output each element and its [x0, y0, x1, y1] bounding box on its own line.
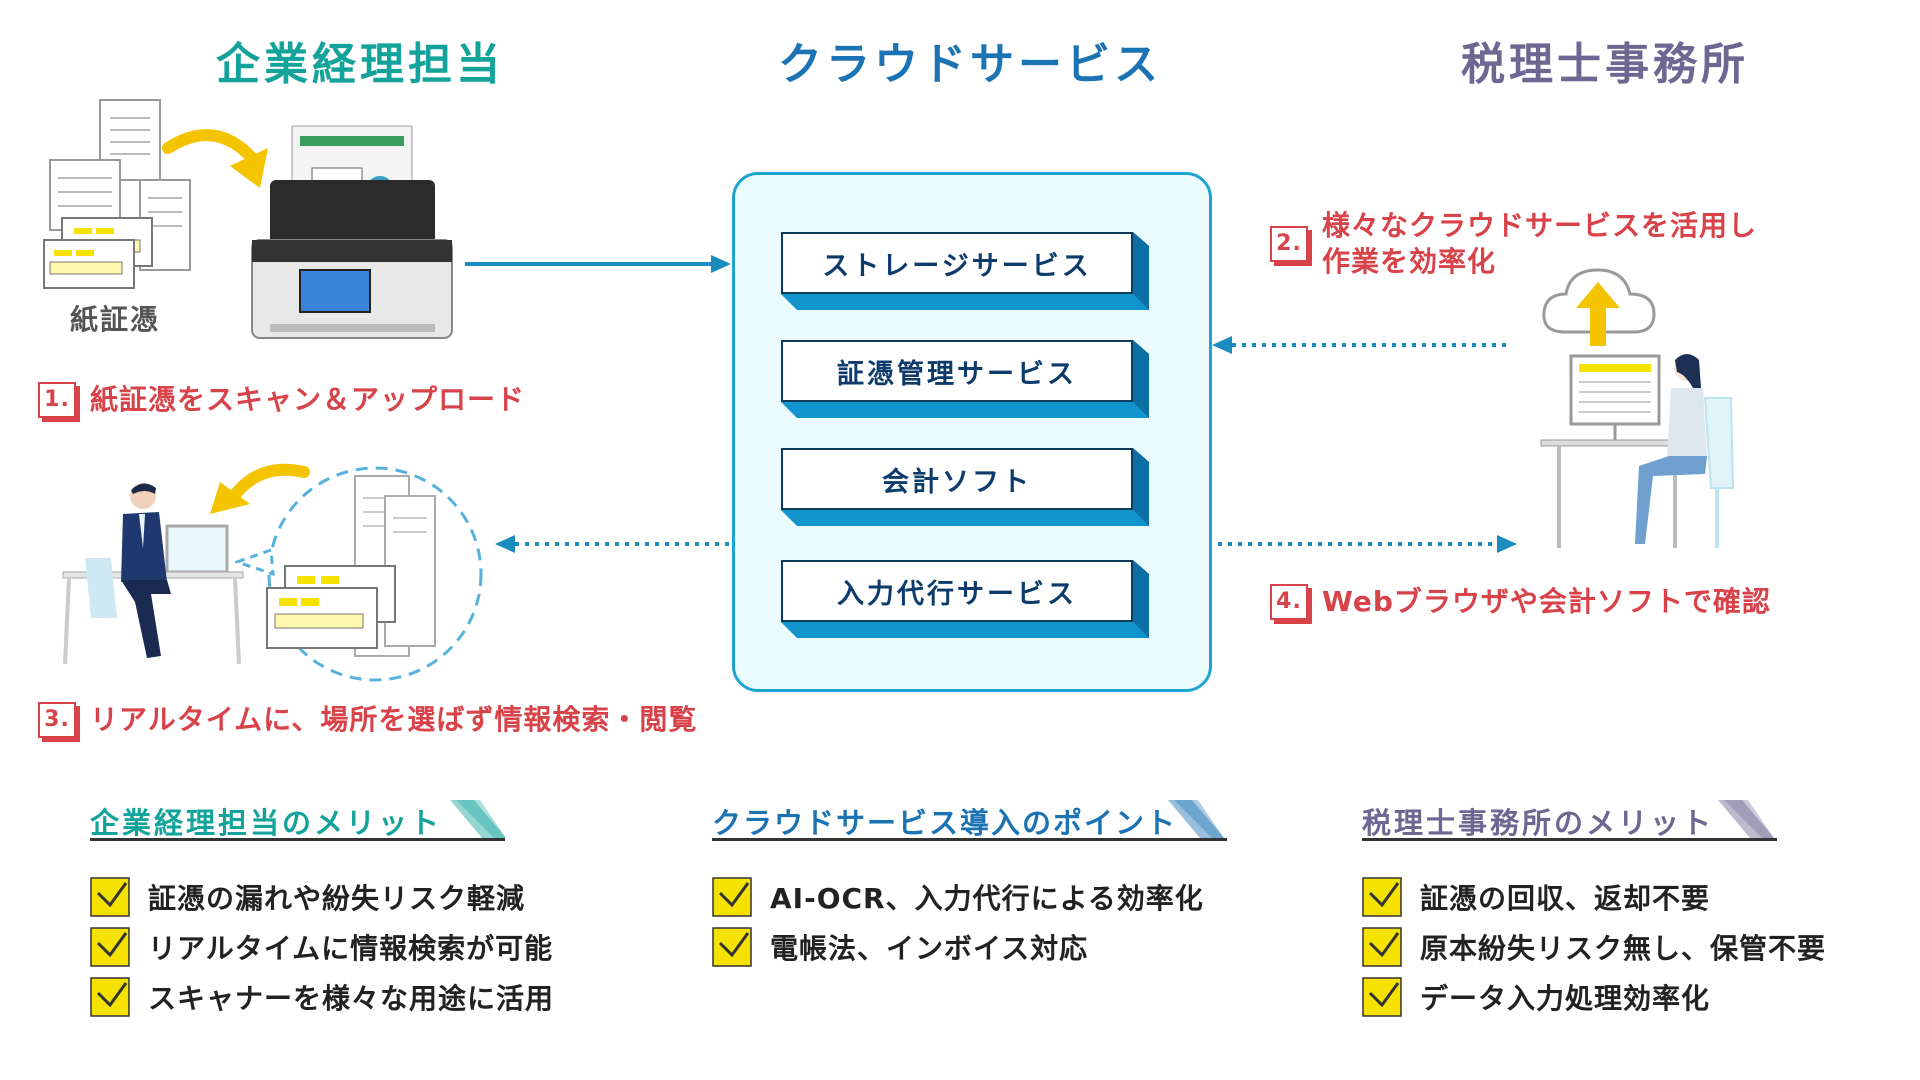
tax-accountant-illustration: [1540, 354, 1735, 548]
list-item-text: 電帳法、インボイス対応: [770, 932, 1089, 965]
document-view-bubble: [235, 466, 483, 682]
service-receipt-management[interactable]: 証憑管理サービス: [781, 340, 1149, 418]
right-merits-title-accent: [1718, 800, 1774, 838]
check-icon: [712, 927, 752, 967]
left-merits-title-accent: [450, 800, 506, 838]
right-column-title: 税理士事務所: [1461, 39, 1749, 90]
list-item-text: 証憑の回収、返却不要: [1420, 882, 1711, 915]
list-item-text: スキャナーを様々な用途に活用: [148, 982, 555, 1015]
right-merits-title: 税理士事務所のメリット: [1362, 806, 1715, 840]
step-2-text-line1: 様々なクラウドサービスを活用し: [1322, 209, 1758, 242]
check-icon: [90, 977, 130, 1017]
service-storage[interactable]: ストレージサービス: [781, 232, 1149, 310]
step-4-text: Webブラウザや会計ソフトで確認: [1322, 585, 1771, 618]
step-4: 4. Webブラウザや会計ソフトで確認: [1270, 584, 1771, 620]
service-accounting-software-label: 会計ソフト: [781, 448, 1133, 510]
step-2-number: 2.: [1270, 226, 1308, 262]
list-item: 電帳法、インボイス対応: [712, 922, 1204, 972]
dotted-arrow-to-accountant: [1218, 535, 1517, 553]
check-icon: [90, 927, 130, 967]
center-merits-title: クラウドサービス導入のポイント: [712, 806, 1178, 840]
step-1-text: 紙証憑をスキャン＆アップロード: [90, 383, 526, 416]
step-4-number: 4.: [1270, 584, 1308, 620]
left-merits-list: 証憑の漏れや紛失リスク軽減 リアルタイムに情報検索が可能 スキャナーを様々な用途…: [90, 872, 554, 1022]
check-icon: [1362, 977, 1402, 1017]
curved-arrow-icon: [162, 129, 268, 188]
service-accounting-software[interactable]: 会計ソフト: [781, 448, 1149, 526]
step-1-number: 1.: [38, 382, 76, 418]
step-2: 2. 様々なクラウドサービスを活用し 作業を効率化: [1270, 208, 1757, 280]
list-item: 証憑の漏れや紛失リスク軽減: [90, 872, 554, 922]
center-merits-underline: [712, 838, 1227, 841]
step-3-text: リアルタイムに、場所を選ばず情報検索・閲覧: [90, 703, 698, 736]
accountant-man-illustration: [62, 483, 244, 665]
list-item: スキャナーを様々な用途に活用: [90, 972, 554, 1022]
paper-label: 紙証憑: [70, 303, 161, 336]
list-item-text: リアルタイムに情報検索が可能: [148, 932, 554, 965]
list-item: AI-OCR、入力代行による効率化: [712, 872, 1204, 922]
center-column-title: クラウドサービス: [778, 39, 1162, 90]
service-storage-label: ストレージサービス: [781, 232, 1133, 294]
left-column-title: 企業経理担当: [216, 39, 504, 90]
step-2-text-line2: 作業を効率化: [1322, 245, 1497, 278]
left-merits-title: 企業経理担当のメリット: [90, 806, 443, 840]
list-item-text: AI-OCR、入力代行による効率化: [770, 882, 1204, 915]
center-merits-list: AI-OCR、入力代行による効率化 電帳法、インボイス対応: [712, 872, 1204, 972]
right-merits-list: 証憑の回収、返却不要 原本紛失リスク無し、保管不要 データ入力処理効率化: [1362, 872, 1826, 1022]
upload-arrow: [465, 255, 731, 273]
curved-arrow-back-icon: [210, 463, 310, 514]
left-merits-underline: [90, 838, 505, 841]
list-item-text: 証憑の漏れや紛失リスク軽減: [148, 882, 526, 915]
right-merits-underline: [1362, 838, 1777, 841]
list-item-text: 原本紛失リスク無し、保管不要: [1420, 932, 1827, 965]
paper-documents-illustration: [43, 99, 191, 289]
service-input-agency[interactable]: 入力代行サービス: [781, 560, 1149, 638]
service-input-agency-label: 入力代行サービス: [781, 560, 1133, 622]
list-item: 原本紛失リスク無し、保管不要: [1362, 922, 1826, 972]
step-1: 1. 紙証憑をスキャン＆アップロード: [38, 382, 525, 418]
check-icon: [90, 877, 130, 917]
dotted-arrow-to-company: [495, 535, 730, 553]
scanner-icon: [251, 125, 453, 339]
list-item: データ入力処理効率化: [1362, 972, 1826, 1022]
cloud-upload-icon: [1542, 268, 1656, 346]
center-merits-title-accent: [1168, 800, 1224, 838]
step-3-number: 3.: [38, 702, 76, 738]
list-item: 証憑の回収、返却不要: [1362, 872, 1826, 922]
list-item-text: データ入力処理効率化: [1420, 982, 1711, 1015]
list-item: リアルタイムに情報検索が可能: [90, 922, 554, 972]
dotted-arrow-to-cloud: [1212, 336, 1512, 354]
check-icon: [712, 877, 752, 917]
service-receipt-management-label: 証憑管理サービス: [781, 340, 1133, 402]
step-3: 3. リアルタイムに、場所を選ばず情報検索・閲覧: [38, 702, 697, 738]
check-icon: [1362, 927, 1402, 967]
check-icon: [1362, 877, 1402, 917]
